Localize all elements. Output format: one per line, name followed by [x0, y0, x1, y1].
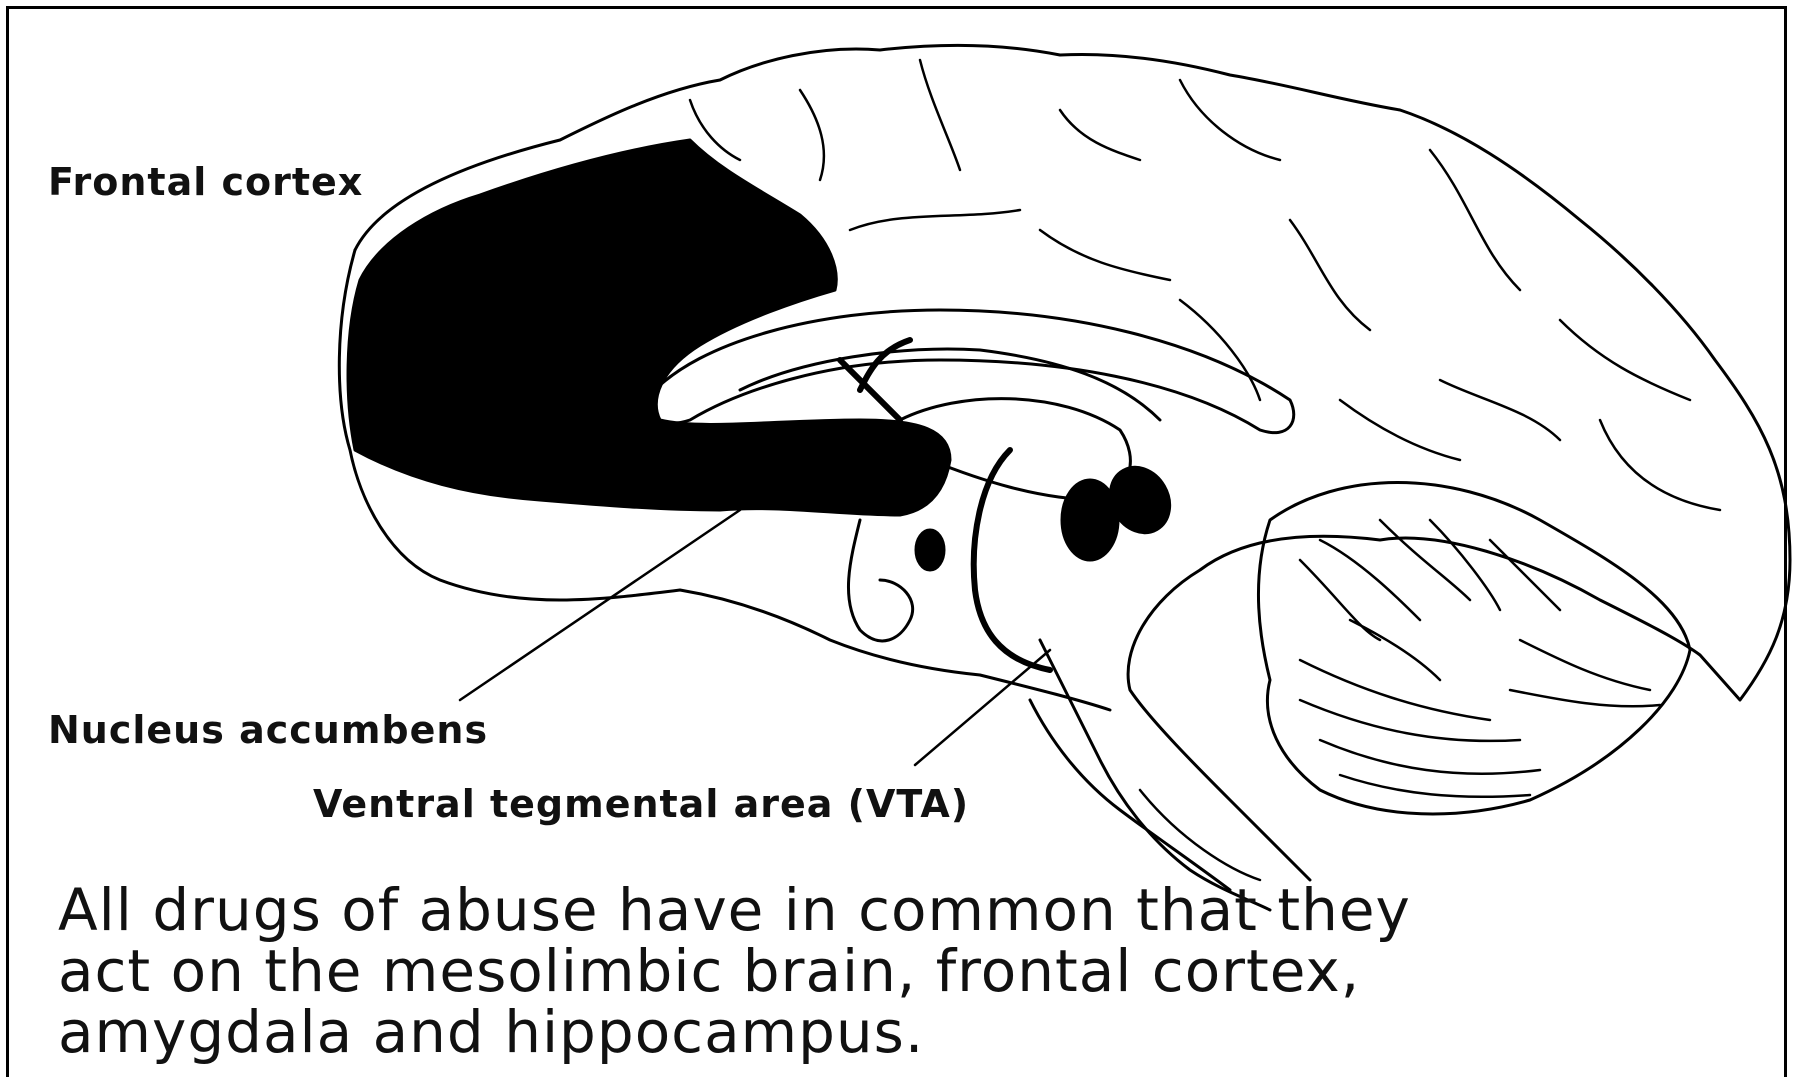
caption-line: amygdala and hippocampus.: [58, 1002, 1411, 1063]
frontal-cortex-label: Frontal cortex: [48, 160, 363, 204]
caption-line: All drugs of abuse have in common that t…: [58, 880, 1411, 941]
nucleus-accumbens-pointer: [460, 510, 740, 700]
hypothalamus: [848, 520, 912, 641]
mesolimbic-pathway: [974, 450, 1050, 670]
cerebellum-outline: [1258, 483, 1690, 814]
caption-text: All drugs of abuse have in common that t…: [58, 880, 1411, 1063]
vta-pointer: [915, 650, 1050, 765]
nucleus-accumbens-label: Nucleus accumbens: [48, 708, 488, 752]
caption-line: act on the mesolimbic brain, frontal cor…: [58, 941, 1411, 1002]
brainstem-front: [1030, 700, 1230, 890]
frontal-cortex-highlight: [348, 140, 950, 515]
vta-label: Ventral tegmental area (VTA): [313, 782, 969, 826]
corpus-callosum: [647, 310, 1293, 433]
small-nucleus: [916, 530, 944, 570]
